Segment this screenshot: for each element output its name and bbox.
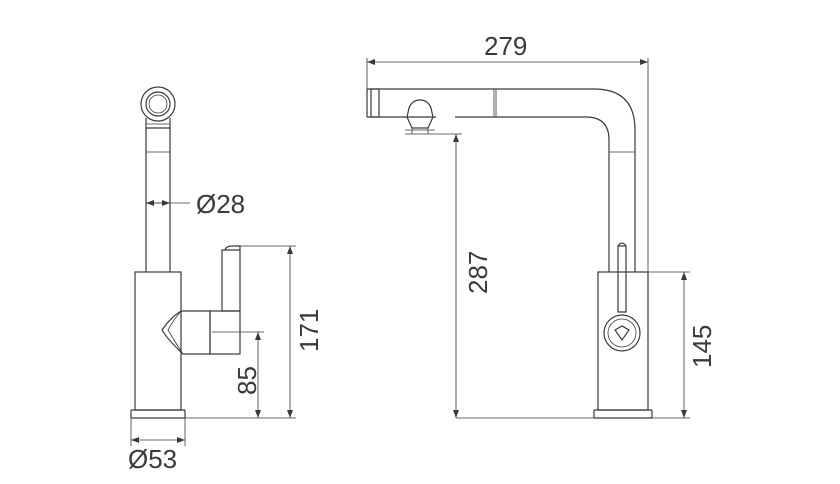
dim-handle-height: 85 (185, 331, 296, 419)
side-handle (161, 245, 241, 355)
dim-handle-height-label: 85 (232, 366, 262, 395)
side-view: Ø28 Ø53 85 171 (128, 86, 324, 474)
dim-reach: 279 (366, 31, 649, 272)
dim-base-diameter: Ø53 (128, 418, 186, 474)
side-body (130, 271, 186, 419)
front-lever (603, 242, 641, 352)
dim-spout-diameter: Ø28 (146, 189, 245, 219)
dim-base-diameter-label: Ø53 (128, 444, 177, 474)
dim-body-height: 145 (648, 271, 717, 419)
front-outlet (405, 99, 435, 135)
dim-reach-label: 279 (484, 31, 527, 61)
dim-side-height: 171 (240, 245, 324, 418)
side-spout-neck (145, 128, 171, 272)
front-view: 279 287 145 (366, 31, 717, 419)
front-body (593, 271, 653, 419)
side-spout-head (140, 86, 176, 129)
dim-body-height-label: 145 (687, 325, 717, 368)
dim-spout-diameter-label: Ø28 (196, 189, 245, 219)
front-spout (366, 88, 636, 272)
dim-outlet-height-label: 287 (463, 251, 493, 294)
dim-outlet-height: 287 (435, 133, 594, 419)
dim-side-height-label: 171 (294, 309, 324, 352)
